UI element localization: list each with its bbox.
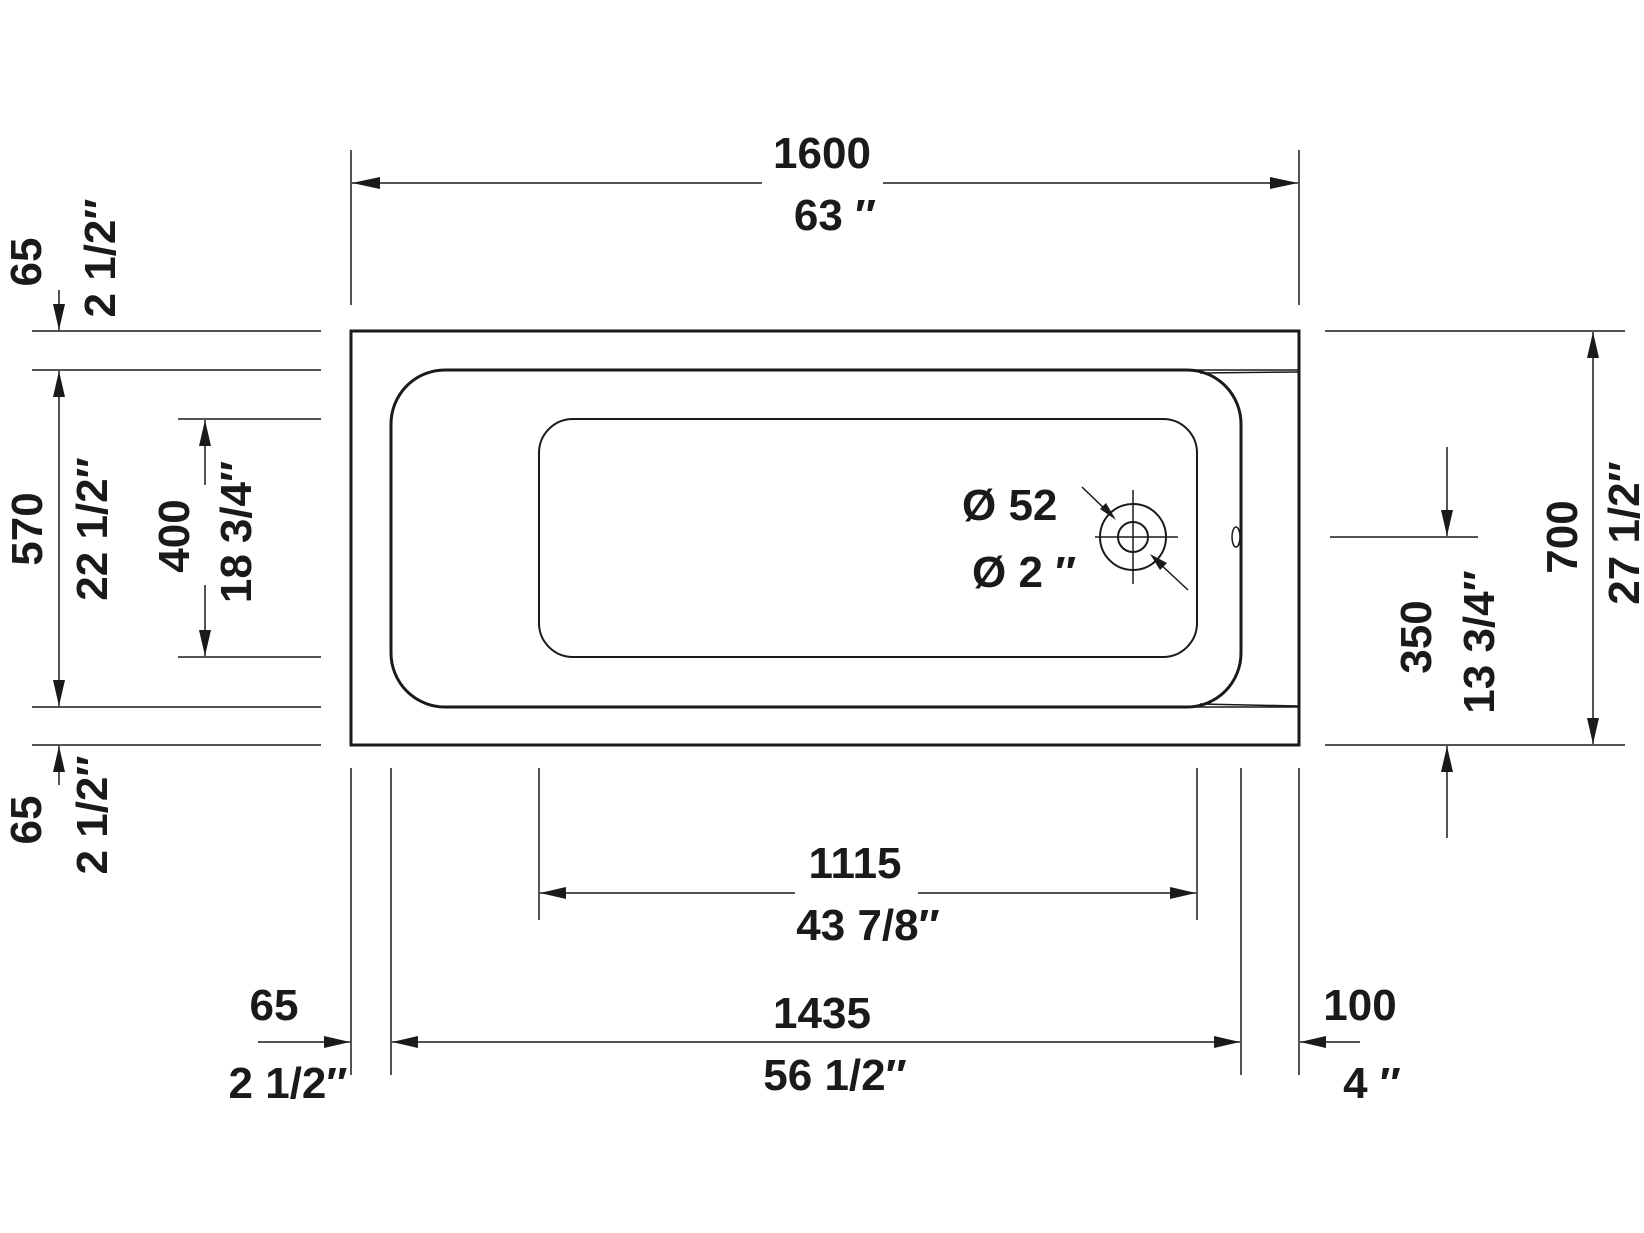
- bathtub-plan-view: [349, 329, 1301, 747]
- drain-offset-inch: 13 3/4″: [1455, 570, 1504, 713]
- tub-taper-top: [1190, 369, 1299, 374]
- tub-base: [538, 418, 1198, 658]
- base-width-mm: 400: [150, 499, 199, 572]
- overall-length-inch: 63 ″: [794, 191, 876, 240]
- dim-inner-length: 1435 56 1/2″: [392, 989, 1240, 1100]
- overall-width-inch: 27 1/2″: [1600, 461, 1644, 604]
- drain-diameter-inch: Ø 2 ″: [972, 548, 1076, 597]
- dim-inner-width: 570 22 1/2″: [3, 371, 117, 706]
- drain-diameter-mm: Ø 52: [962, 481, 1057, 530]
- base-width-inch: 18 3/4″: [212, 461, 261, 603]
- base-length-inch: 43 7/8″: [796, 901, 939, 950]
- dim-base-width: 400 18 3/4″: [150, 420, 261, 656]
- dim-drain-diameter: Ø 52 Ø 2 ″: [962, 481, 1076, 597]
- tub-taper-bottom: [1190, 703, 1299, 708]
- rim-right-inch: 4 ″: [1343, 1059, 1401, 1108]
- left-extension-lines: [32, 330, 321, 746]
- dim-overall-length: 1600 63 ″: [350, 129, 1300, 305]
- overall-width-mm: 700: [1538, 500, 1587, 573]
- rim-right-mm: 100: [1323, 981, 1396, 1030]
- rim-top-mm: 65: [2, 238, 51, 287]
- dim-rim-bottom: 65 2 1/2″: [2, 746, 117, 874]
- inner-width-inch: 22 1/2″: [68, 457, 117, 600]
- inner-length-inch: 56 1/2″: [763, 1051, 906, 1100]
- overflow-icon: [1231, 526, 1241, 548]
- drain-icon: [1081, 486, 1189, 591]
- tub-inner-basin: [389, 368, 1243, 709]
- tub-outer-rim: [349, 329, 1301, 747]
- dim-rim-right: 100 4 ″: [1300, 981, 1401, 1108]
- overall-length-mm: 1600: [773, 129, 871, 178]
- drain-offset-mm: 350: [1392, 600, 1441, 673]
- dim-rim-top: 65 2 1/2″: [2, 199, 125, 330]
- dim-overall-width: 700 27 1/2″: [1538, 332, 1644, 744]
- base-length-mm: 1115: [808, 839, 901, 888]
- dim-rim-left: 65 2 1/2″: [229, 981, 350, 1108]
- rim-left-mm: 65: [250, 981, 299, 1030]
- rim-top-inch: 2 1/2″: [76, 199, 125, 318]
- inner-width-mm: 570: [3, 492, 52, 565]
- rim-bottom-inch: 2 1/2″: [68, 756, 117, 875]
- rim-bottom-mm: 65: [2, 796, 51, 845]
- dim-base-length: 1115 43 7/8″: [540, 839, 1196, 950]
- right-extension-lines: [1325, 330, 1625, 746]
- dim-drain-offset: 350 13 3/4″: [1392, 447, 1504, 838]
- bottom-extension-lines: [350, 768, 1300, 1075]
- rim-left-inch: 2 1/2″: [229, 1059, 348, 1108]
- inner-length-mm: 1435: [773, 989, 871, 1038]
